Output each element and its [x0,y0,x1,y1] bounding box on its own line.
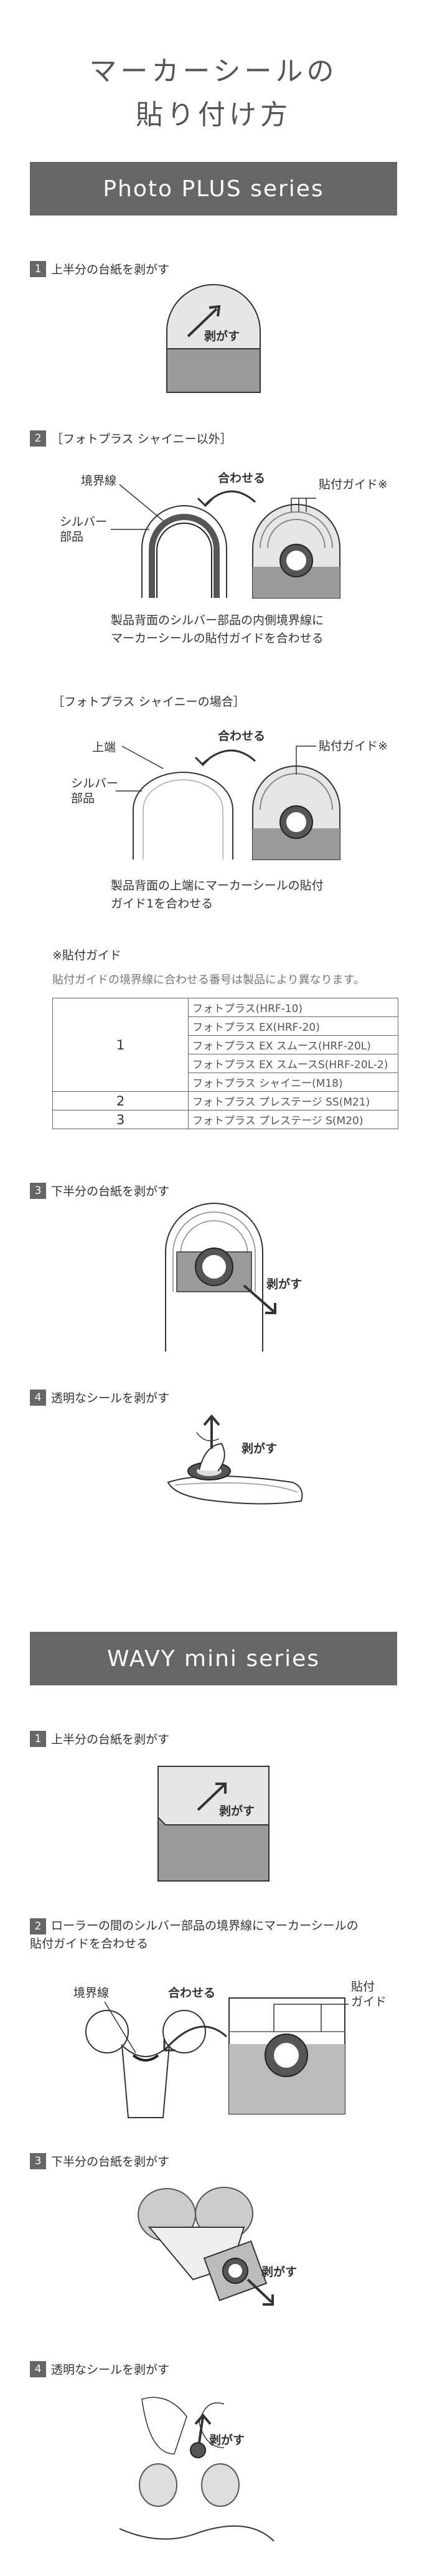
note-title: ※貼付ガイド [52,949,121,962]
step-number: 2 [30,430,46,447]
step-text: ［フォトプラス シャイニー以外］ [51,432,232,446]
align-label-shiny: 合わせる [218,729,266,743]
top-edge-label: 上端 [92,741,116,754]
guide-number: 3 [52,1110,189,1129]
shiny-description: 製品背面の上端にマーカーシールの貼付 ガイド1を合わせる [111,879,324,911]
step-text: 下半分の台紙を剥がす [51,2155,170,2169]
step-number: 1 [30,1730,46,1747]
model-name: フォトプラス(HRF-10) [188,998,398,1017]
table-row: フォトプラス EX スムース(HRF-20L) [53,1035,398,1054]
silver-part-label-shiny: シルバー 部品 [71,777,119,805]
peel-label: 剥がす [219,1804,255,1818]
step-text: 透明なシールを剥がす [51,2363,170,2377]
table-row: フォトプラス EX(HRF-20) [53,1016,398,1036]
model-name: フォトプラス EX スムース(HRF-20L) [188,1035,398,1054]
peel-label: 剥がす [242,1442,278,1456]
page-title: マーカーシールの 貼り付け方 [0,50,427,137]
step-number: 1 [30,260,46,277]
boundary-label: 境界線 [81,474,117,488]
step-text: ローラーの間のシルバー部品の境界線にマーカーシールの 貼付ガイドを合わせる [30,1919,359,1951]
peel-label: 剥がす [261,2265,298,2279]
guide-number: 1 [52,998,189,1092]
step-number: 4 [30,2361,46,2377]
photo-plus-step-3: 3 下半分の台紙を剥がす [30,1182,169,1199]
peel-label: 剥がす [266,1277,303,1291]
wavy-step-2: 2 ローラーの間のシルバー部品の境界線にマーカーシールの 貼付ガイドを合わせる [30,1918,359,1953]
wavy-step-4: 4 透明なシールを剥がす [30,2361,169,2377]
note-text: 貼付ガイドの境界線に合わせる番号は製品により異なります。 [52,973,365,987]
align-label: 合わせる [168,1986,216,2000]
guide-label-shiny: 貼付ガイド※ [319,739,388,753]
photo-plus-section-band: Photo PLUS series [30,162,397,215]
boundary-label: 境界線 [73,1986,110,2000]
model-name: フォトプラス プレステージ SS(M21) [188,1091,398,1110]
step-text: 上半分の台紙を剥がす [51,263,170,277]
guide-label: 貼付 ガイド [351,1980,387,2009]
step-text: 透明なシールを剥がす [51,1391,170,1405]
step-number: 4 [30,1389,46,1406]
guide-label: 貼付ガイド※ [319,478,388,491]
model-name: フォトプラス EX(HRF-20) [188,1016,398,1036]
step2-description: 製品背面のシルバー部品の内側境界線に マーカーシールの貼付ガイドを合わせる [111,613,324,645]
step-text: 下半分の台紙を剥がす [51,1185,170,1198]
photo-plus-step-4: 4 透明なシールを剥がす [30,1389,169,1406]
page-title-line1: マーカーシールの [89,55,338,87]
photo-plus-step-2: 2 ［フォトプラス シャイニー以外］ [30,430,232,447]
wavy-step-3: 3 下半分の台紙を剥がす [30,2152,169,2169]
peel-label: 剥がす [204,329,240,343]
step-number: 3 [30,1182,46,1199]
peel-label: 剥がす [209,2433,245,2447]
photo-plus-step-1: 1 上半分の台紙を剥がす [30,260,169,277]
step-number: 3 [30,2152,46,2169]
model-name: フォトプラス プレステージ S(M20) [188,1110,398,1129]
silver-part-label: シルバー 部品 [60,515,108,544]
page-title-line2: 貼り付け方 [136,99,291,131]
step-number: 2 [30,1918,46,1934]
step-text: 上半分の台紙を剥がす [51,1733,170,1746]
align-label: 合わせる [218,471,266,485]
wavy-step-1: 1 上半分の台紙を剥がす [30,1730,169,1747]
shiny-subheading: ［フォトプラス シャイニーの場合］ [52,695,245,709]
wavy-section-band: WAVY mini series [30,1632,397,1685]
